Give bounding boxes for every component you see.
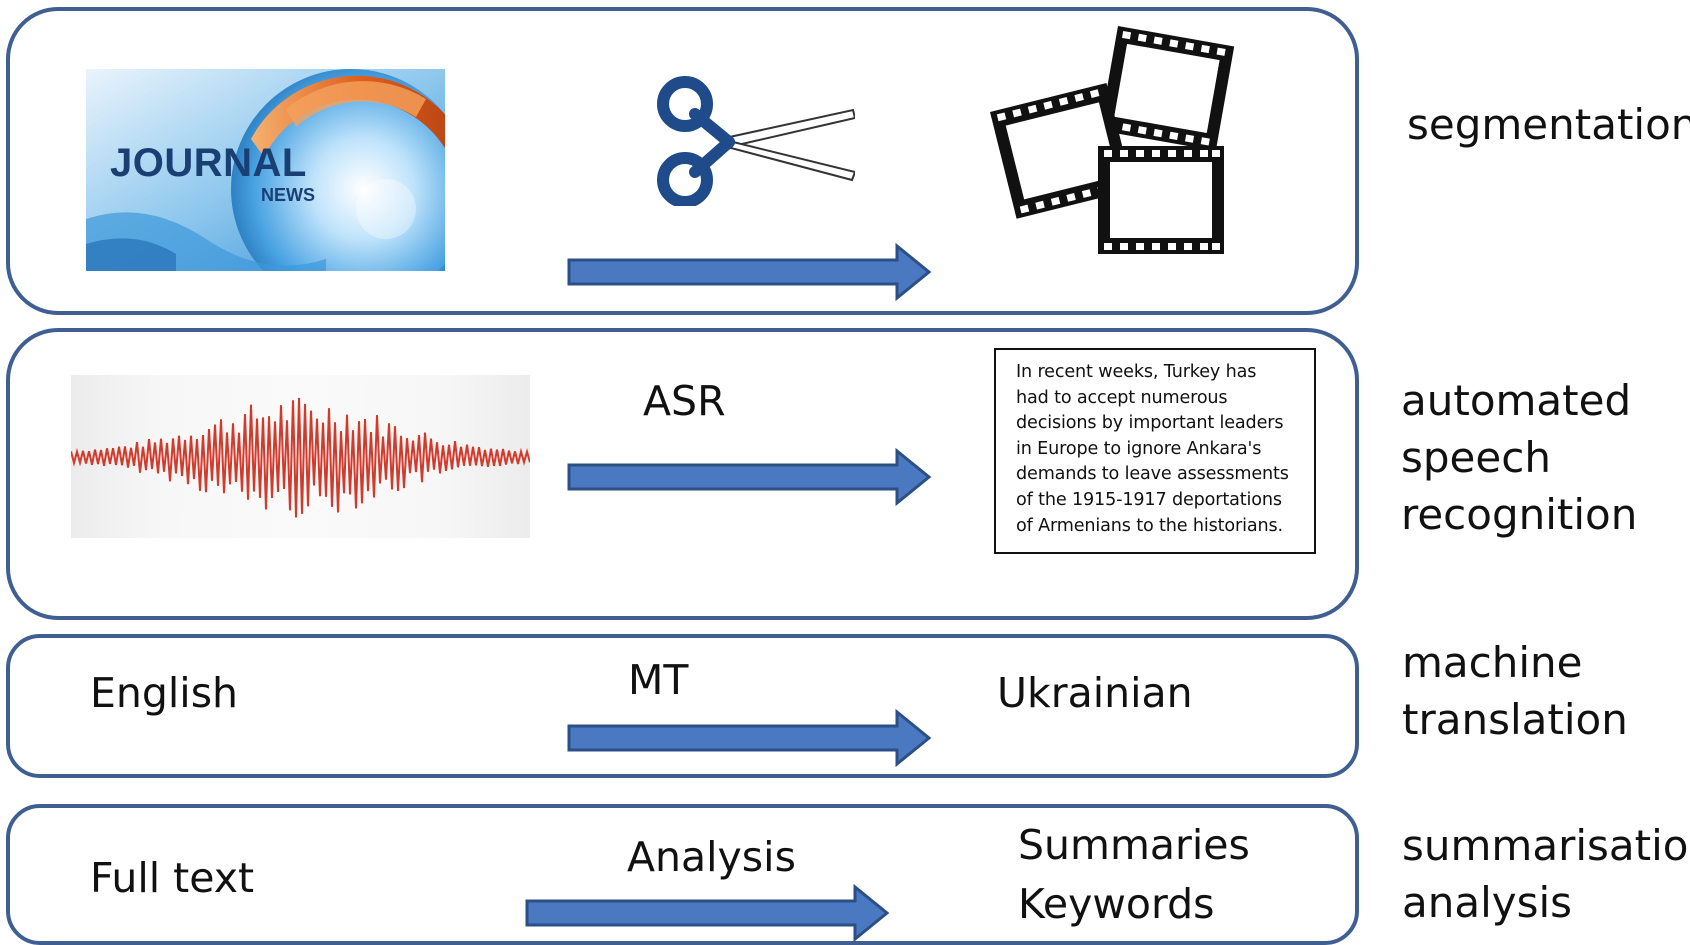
summarisation-target-summaries: Summaries bbox=[1018, 821, 1250, 869]
summarisation-target-keywords: Keywords bbox=[1018, 880, 1215, 928]
journal-logo-subtitle: NEWS bbox=[261, 185, 315, 205]
asr-arrow bbox=[567, 448, 932, 506]
mt-side-label: machine translation bbox=[1402, 638, 1628, 744]
asr-transcript-box: In recent weeks, Turkey has had to accep… bbox=[994, 348, 1316, 554]
globe-background-icon bbox=[86, 69, 445, 271]
mt-arrow bbox=[567, 709, 932, 767]
summarisation-source-label: Full text bbox=[90, 854, 255, 902]
journal-logo-title: JOURNAL bbox=[110, 141, 307, 185]
summarisation-arrow bbox=[525, 884, 890, 942]
asr-side-label: automated speech recognition bbox=[1401, 376, 1638, 539]
mt-source-label: English bbox=[90, 669, 239, 717]
scissors-icon bbox=[657, 76, 855, 206]
mt-panel bbox=[6, 634, 1359, 778]
journal-news-logo: JOURNAL NEWS bbox=[86, 69, 445, 271]
waveform-icon bbox=[71, 397, 530, 518]
segmentation-side-label: segmentation bbox=[1407, 100, 1690, 149]
film-strips-icon bbox=[990, 26, 1235, 254]
mt-target-label: Ukrainian bbox=[997, 669, 1193, 717]
summarisation-step-label: Analysis bbox=[627, 833, 796, 881]
audio-waveform bbox=[71, 375, 530, 538]
asr-step-label: ASR bbox=[643, 377, 726, 425]
segmentation-arrow bbox=[567, 243, 932, 301]
summarisation-side-label: summarisation analysis bbox=[1402, 821, 1690, 927]
mt-step-label: MT bbox=[628, 656, 689, 704]
